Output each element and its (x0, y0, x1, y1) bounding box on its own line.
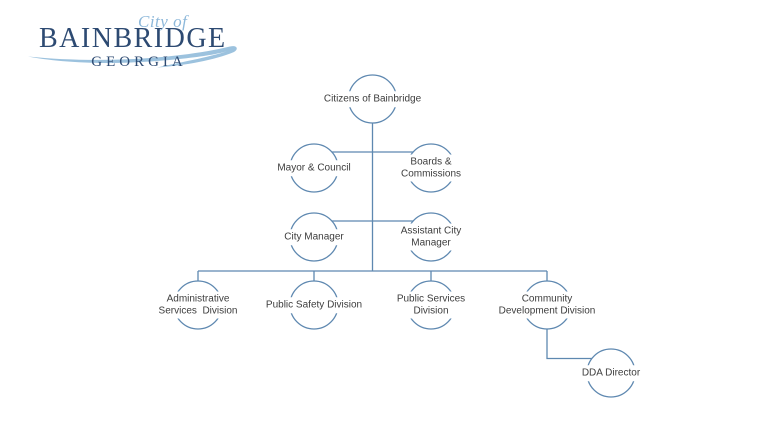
org-node-boards-commissions: Boards & Commissions (396, 154, 466, 182)
node-label-line: Division (413, 305, 449, 316)
node-label-line: City Manager (284, 231, 344, 243)
org-node-mayor-council: Mayor & Council (273, 160, 355, 176)
node-label-line: Citizens of Bainbridge (323, 93, 422, 105)
node-label-line: Public Safety Division (265, 299, 363, 311)
org-node-public-safety-division: Public Safety Division (261, 297, 367, 313)
logo-swoosh-icon (28, 46, 237, 68)
org-node-administrative-services-division: Administrative Services Division (154, 291, 242, 319)
node-label-line: Administrative (166, 293, 230, 305)
node-label-line: Assistant City (400, 225, 462, 237)
node-label-line: Community (521, 293, 573, 305)
connector-dda-elbow (546, 329, 592, 360)
node-label-line: Services Division (158, 305, 238, 316)
org-node-assistant-city-manager: Assistant City Manager (396, 223, 466, 251)
node-label-line: Development Division (498, 305, 596, 316)
logo-state: GEORGIA (91, 54, 187, 70)
node-label-line: Mayor & Council (277, 162, 351, 174)
org-node-citizens: Citizens of Bainbridge (319, 91, 426, 107)
node-label-line: Boards & (410, 156, 452, 168)
node-label-line: Manager (411, 237, 451, 248)
org-node-community-development-division: Community Development Division (494, 291, 600, 319)
node-label-line: DDA Director (581, 367, 641, 379)
node-label-line: Public Services (396, 293, 466, 305)
org-node-public-services-division: Public Services Division (392, 291, 470, 319)
logo-tagline: City of (138, 12, 188, 31)
org-node-dda-director: DDA Director (577, 365, 645, 381)
org-node-city-manager: City Manager (280, 229, 348, 245)
node-label-line: Commissions (400, 168, 462, 179)
logo-name: BAINBRIDGE (39, 23, 227, 54)
